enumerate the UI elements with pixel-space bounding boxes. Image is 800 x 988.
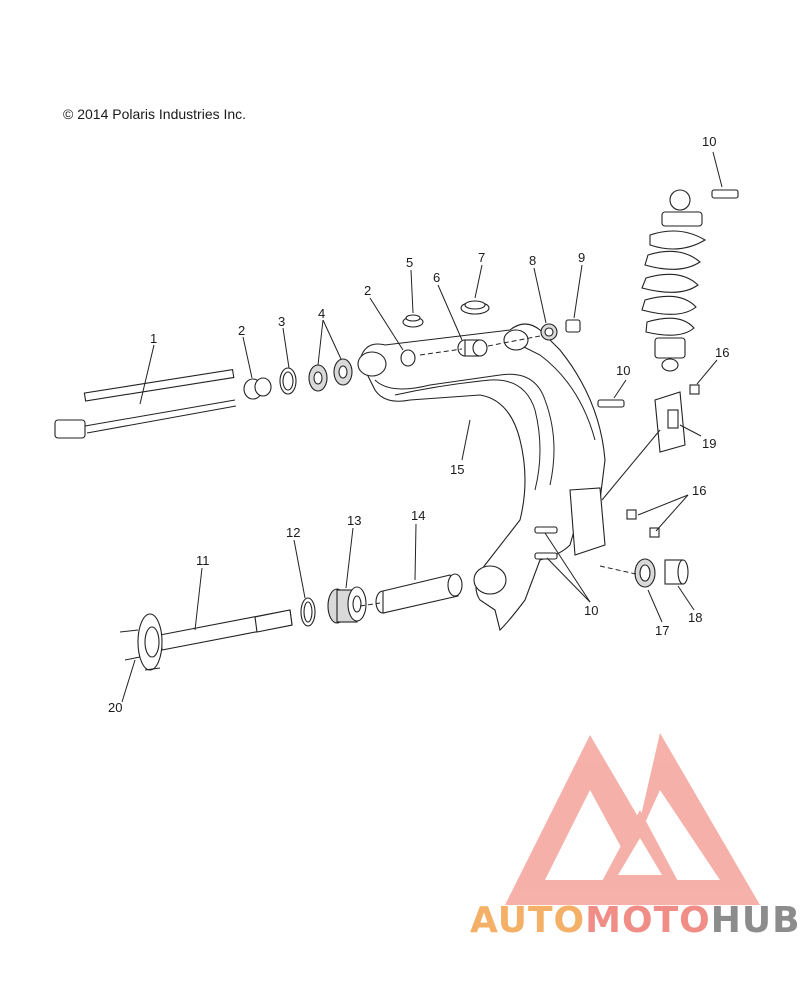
callout-19: 19	[702, 436, 716, 451]
part-seal-7	[460, 300, 490, 315]
part-bushing-6	[457, 339, 488, 357]
part-nuts-16	[626, 384, 700, 538]
part-bearings	[308, 358, 353, 392]
callout-10-top: 10	[702, 134, 716, 149]
leader-lines	[121, 151, 723, 703]
callout-15: 15	[450, 462, 464, 477]
callout-10-mid: 10	[616, 363, 630, 378]
callout-3: 3	[278, 314, 285, 329]
callout-5: 5	[406, 255, 413, 270]
part-bolts-10	[534, 399, 625, 560]
part-spacer-right	[400, 349, 416, 367]
logo-part-moto: MOTO	[585, 900, 711, 941]
callout-20: 20	[108, 700, 122, 715]
part-sleeve-14	[375, 573, 463, 614]
part-shock-absorber	[641, 189, 739, 372]
callout-18: 18	[688, 610, 702, 625]
part-hub-20	[119, 613, 163, 671]
part-spacer-left	[243, 377, 272, 400]
part-snap-ring-12	[300, 597, 316, 627]
part-bracket-19	[654, 391, 686, 453]
part-nut-9	[565, 319, 581, 333]
logo-part-hub: HUB	[710, 900, 800, 941]
callout-14: 14	[411, 508, 425, 523]
callout-6: 6	[433, 270, 440, 285]
copyright-notice: © 2014 Polaris Industries Inc.	[63, 106, 247, 122]
part-sleeve-18	[664, 559, 689, 585]
part-axle-11	[159, 609, 293, 651]
part-bushing-8	[540, 323, 558, 341]
part-pivot-bolt	[54, 368, 237, 439]
watermark-logo-icon	[505, 733, 760, 905]
callout-10-bottom: 10	[584, 603, 598, 618]
callout-labels: 1 2 3 4 2 5 6 7 8 9 10 16 10 19 16 15 14…	[108, 134, 729, 715]
callout-2-right: 2	[364, 283, 371, 298]
part-bushing-17	[634, 558, 656, 588]
callout-8: 8	[529, 253, 536, 268]
callout-17: 17	[655, 623, 669, 638]
logo-part-auto: AUTO	[470, 900, 586, 941]
part-cap-5	[402, 314, 424, 328]
callout-12: 12	[286, 525, 300, 540]
part-snap-ring	[279, 367, 297, 395]
callout-16-top: 16	[715, 345, 729, 360]
callout-1: 1	[150, 331, 157, 346]
part-swingarm	[357, 323, 606, 632]
callout-9: 9	[578, 250, 585, 265]
callout-13: 13	[347, 513, 361, 528]
callout-11: 11	[196, 553, 210, 568]
callout-7: 7	[478, 250, 485, 265]
part-bearing-13	[327, 586, 367, 624]
automotohub-logo: AUTOMOTOHUB	[470, 900, 800, 941]
callout-16-mid: 16	[692, 483, 706, 498]
callout-2-left: 2	[238, 323, 245, 338]
callout-4: 4	[318, 306, 325, 321]
